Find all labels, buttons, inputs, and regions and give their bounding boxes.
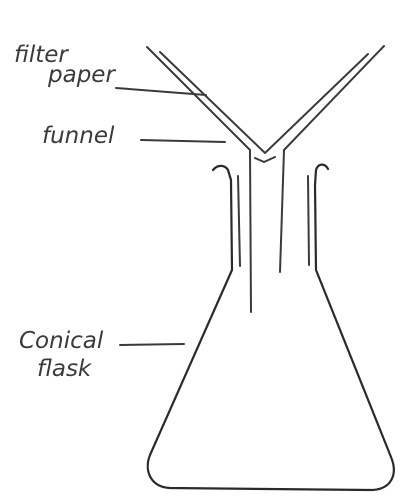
labels: filter paper funnel Conical flask xyxy=(14,42,116,382)
conical-flask xyxy=(146,163,395,492)
filter-paper-label-line1: filter xyxy=(14,42,69,68)
funnel-leader xyxy=(140,139,226,143)
filter-paper-label-line2: paper xyxy=(47,62,116,88)
filter-paper-leader xyxy=(115,87,207,96)
leader-lines xyxy=(115,87,226,346)
conical-flask-label-line2: flask xyxy=(37,356,93,382)
filter-paper xyxy=(159,51,369,154)
conical-flask-label-line1: Conical xyxy=(19,328,104,354)
funnel xyxy=(146,45,385,313)
funnel-label: funnel xyxy=(42,123,115,149)
conical-flask-leader xyxy=(119,343,185,346)
